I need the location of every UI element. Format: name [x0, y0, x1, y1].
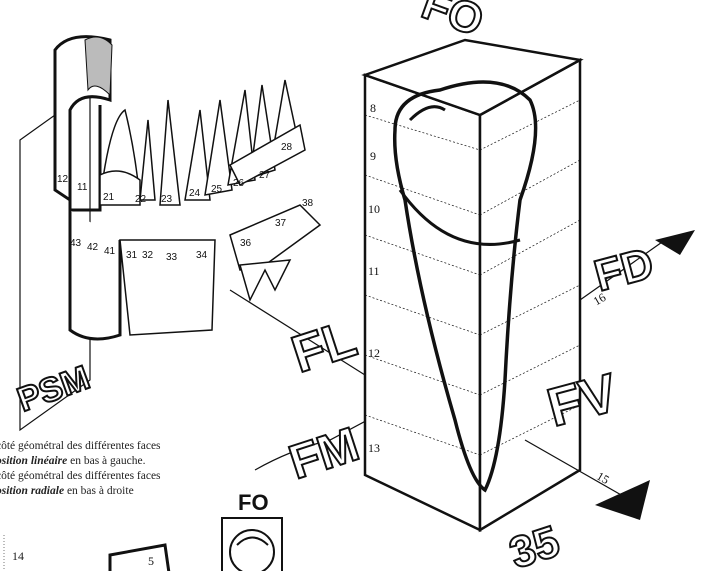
height-scale: 8 9 10 11 12 13 — [368, 101, 380, 455]
svg-text:38: 38 — [302, 198, 314, 209]
tooth-numbers: 12 11 21 22 23 24 25 26 27 28 43 42 41 3… — [57, 142, 314, 263]
fm-label: FM — [283, 418, 365, 490]
svg-text:32: 32 — [142, 250, 154, 261]
svg-text:28: 28 — [281, 142, 293, 153]
psm-label: PSM — [12, 359, 94, 420]
svg-text:36: 36 — [240, 238, 252, 249]
fo-top-label: FO — [416, 0, 490, 46]
svg-text:24: 24 — [189, 188, 201, 199]
svg-text:22: 22 — [135, 194, 147, 205]
svg-text:43: 43 — [70, 238, 82, 249]
fl-label: FL — [285, 310, 363, 385]
svg-text:11: 11 — [368, 264, 380, 278]
svg-text:9: 9 — [370, 149, 376, 163]
psm-plane — [19, 35, 122, 432]
svg-text:13: 13 — [368, 441, 380, 455]
svg-text:12: 12 — [57, 174, 69, 185]
caption-line-2: osition linéaire en bas à gauche. — [0, 455, 146, 467]
svg-text:33: 33 — [166, 252, 178, 263]
svg-text:12: 12 — [368, 346, 380, 360]
fo-bottom-label: FO — [238, 490, 269, 515]
svg-text:5: 5 — [148, 554, 154, 568]
small-box-figure: 5 — [108, 543, 171, 571]
svg-text:21: 21 — [103, 192, 115, 203]
svg-text:11: 11 — [77, 182, 88, 193]
svg-text:27: 27 — [259, 170, 271, 181]
svg-text:23: 23 — [161, 194, 173, 205]
svg-text:8: 8 — [370, 101, 376, 115]
svg-text:42: 42 — [87, 242, 99, 253]
svg-text:25: 25 — [211, 184, 223, 195]
lower-arch — [119, 204, 322, 336]
tooth-box — [361, 38, 584, 533]
caption-line-3: côté géométral des différentes faces — [0, 470, 161, 482]
svg-text:10: 10 — [368, 202, 380, 216]
occlusal-view-figure — [221, 517, 283, 571]
svg-text:34: 34 — [196, 250, 208, 261]
page-number: 14 — [12, 549, 24, 563]
svg-text:31: 31 — [126, 250, 138, 261]
caption-line-1: côté géométral des différentes faces — [0, 440, 161, 452]
caption-line-4: osition radiale en bas à droite — [0, 485, 134, 497]
svg-text:41: 41 — [104, 246, 116, 257]
upper-arch — [99, 79, 306, 206]
svg-text:26: 26 — [233, 178, 245, 189]
tooth-number-label: 35 — [504, 517, 566, 571]
fv-axis-number: 15 — [594, 469, 611, 487]
svg-text:37: 37 — [275, 218, 287, 229]
